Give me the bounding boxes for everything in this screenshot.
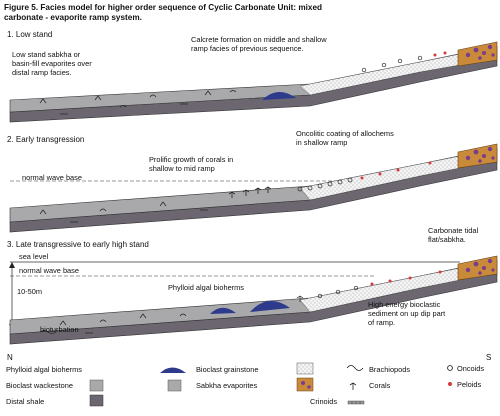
legend-swatch-peloids (448, 382, 452, 386)
panel-3-bioherm-2 (250, 300, 290, 312)
panel-2-heading: 2. Early transgression (7, 135, 85, 144)
legend-label-crinoids: Crinoids (310, 397, 338, 406)
panel-2-oncoids (297, 161, 432, 192)
legend-swatch-bioclast-wackestone (89, 379, 104, 392)
panel-3-high-energy-1: High energy bioclastic (368, 300, 441, 309)
panel-3-strata (9, 255, 498, 345)
legend-swatch-sabkha (167, 379, 182, 392)
panel-3-sea-level: sea level (19, 252, 49, 261)
panel-2-sabkha-spots (465, 146, 495, 163)
panel-3-sabkha (457, 255, 498, 281)
panel-1-note-left-1: Low stand sabkha or (12, 50, 81, 59)
panel-3-tidal-2: flat/sabkha. (428, 235, 466, 244)
panel-3-wave-base: normal wave base (19, 266, 79, 275)
legend-label-bioclast-grainstone: Bioclast grainstone (196, 365, 259, 374)
panel-2-fossils (39, 201, 208, 223)
panel-2-corals (228, 186, 272, 198)
panel-2-note-corals-1: Prolific growth of corals in (149, 155, 234, 164)
legend-swatch-corals-symbol (349, 382, 357, 390)
panel-2-note-oncolitic-1: Oncolitic coating of allochems (296, 129, 394, 138)
panel-2-strata (9, 143, 498, 233)
panel-1-note-left-2: basin-fill evaporites over (12, 59, 92, 68)
panel-1-oncoids (361, 51, 447, 73)
legend-swatch-crinoids (347, 400, 365, 405)
legend-label-phylloid: Phylloid algal bioherms (6, 365, 82, 374)
panel-2-wave-base: normal wave base (22, 173, 82, 182)
panel-3-fossils (39, 295, 304, 334)
panel-3-bioherms: Phylloid algal bioherms (168, 283, 244, 292)
figure-title-line-1: Figure 5. Facies model for higher order … (4, 3, 323, 12)
legend-swatches (89, 362, 453, 407)
legend-swatch-phylloid (160, 367, 186, 373)
panel-1-note-left-3: distal ramp facies. (12, 68, 72, 77)
panel-2-grainstone (299, 155, 461, 201)
panel-3-bioherm-1 (210, 307, 236, 314)
panel-1-note-right-2: ramp facies of previous sequence. (191, 44, 304, 53)
panel-2-sabkha (457, 143, 498, 169)
compass-south: S (486, 353, 492, 362)
legend-label-bioclast-wackestone: Bioclast wackestone (6, 381, 73, 390)
panel-1-bioherm (262, 91, 296, 100)
legend-swatch-brachiopods (346, 365, 364, 371)
panel-3-heading: 3. Late transgressive to early high stan… (7, 240, 149, 249)
panel-1-sabkha (457, 41, 498, 67)
panel-1-strata (9, 41, 498, 123)
legend-swatch-oncoids (447, 365, 453, 371)
legend-label-sabkha: Sabkha evaporites (196, 381, 258, 390)
panel-1-fossils (39, 90, 237, 115)
panel-3-grainstone (299, 267, 461, 313)
panel-3-high-energy-3: of ramp. (368, 318, 396, 327)
panel-3-oncoids (317, 270, 442, 299)
legend-label-peloids: Peloids (457, 380, 482, 389)
panel-3-depth: 10-50m (17, 287, 43, 296)
panel-2-note-oncolitic-2: in shallow ramp (296, 138, 348, 147)
legend-label-oncoids: Oncoids (457, 364, 485, 373)
panel-3-high-energy-2: sediment on up dip part (368, 309, 446, 318)
panel-3-tidal-1: Carbonate tidal (428, 226, 479, 235)
panel-1-note-right-1: Calcrete formation on middle and shallow (191, 35, 327, 44)
panel-1-heading: 1. Low stand (7, 30, 53, 39)
legend-swatch-corals (296, 377, 314, 392)
figure-title-line-2: carbonate - evaporite ramp system. (4, 13, 142, 22)
legend-swatch-distal-shale (89, 394, 104, 407)
compass-north: N (7, 353, 13, 362)
legend-swatch-bioclast-grainstone (296, 362, 314, 375)
panel-1-sabkha-spots (465, 44, 495, 60)
panel-2-note-corals-2: shallow to mid ramp (149, 164, 215, 173)
legend-label-distal-shale: Distal shale (6, 397, 45, 406)
panel-3-bioturbation: bioturbation (40, 325, 79, 334)
legend-label-brachiopods: Brachiopods (369, 365, 411, 374)
legend-label-corals: Corals (369, 381, 391, 390)
panel-3-sabkha-spots (465, 258, 495, 275)
